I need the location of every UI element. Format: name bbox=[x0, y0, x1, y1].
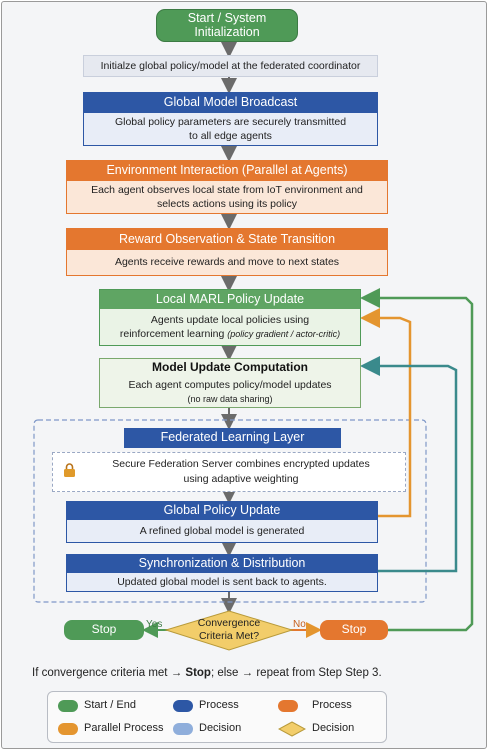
environment-step: Environment Interaction (Parallel at Age… bbox=[66, 160, 388, 214]
init-text: Initialze global policy/model at the fed… bbox=[100, 59, 361, 72]
reward-body: Agents receive rewards and move to next … bbox=[114, 256, 340, 269]
legend: Start / End Process Process Parallel Pro… bbox=[47, 691, 387, 743]
local-marl-body-line2: reinforcement learning (policy gradient … bbox=[120, 327, 340, 341]
global-policy-update-body: A refined global model is generated bbox=[139, 524, 305, 537]
model-update-note: (no raw data sharing) bbox=[187, 393, 273, 404]
legend-decision-diamond-swatch bbox=[278, 721, 306, 737]
model-update-body: Each agent computes policy/model updates… bbox=[100, 376, 360, 407]
legend-process-blue-swatch bbox=[173, 700, 193, 712]
legend-process-orange-swatch bbox=[278, 700, 298, 712]
legend-decision-blue-swatch bbox=[173, 723, 193, 735]
legend-process-orange-label: Process bbox=[312, 699, 352, 711]
local-marl-title: Local MARL Policy Update bbox=[100, 290, 360, 309]
legend-start-end-swatch bbox=[58, 700, 78, 712]
start-node: Start / System Initialization bbox=[156, 9, 298, 42]
orange-feedback-loop bbox=[360, 308, 412, 518]
footer-prefix: If convergence criteria met → bbox=[32, 667, 186, 679]
decision-text: Convergence Criteria Met? bbox=[197, 617, 261, 642]
legend-start-end-label: Start / End bbox=[84, 699, 136, 711]
local-marl-body: Agents update local policies using reinf… bbox=[100, 309, 360, 345]
model-update-step: Model Update Computation Each agent comp… bbox=[99, 358, 361, 408]
local-marl-rl-text: reinforcement learning bbox=[119, 328, 225, 340]
broadcast-body: Global policy parameters are securely tr… bbox=[114, 115, 347, 142]
local-marl-body-line1: Agents update local policies using bbox=[150, 313, 310, 326]
green-feedback-loop bbox=[360, 288, 474, 632]
lock-icon bbox=[63, 462, 77, 482]
teal-feedback-loop bbox=[360, 356, 458, 573]
local-marl-note: (policy gradient / actor-critic) bbox=[227, 329, 341, 339]
legend-process-blue-label: Process bbox=[199, 699, 239, 711]
global-policy-update-title: Global Policy Update bbox=[67, 502, 377, 520]
sync-body: Updated global model is sent back to age… bbox=[117, 575, 327, 588]
reward-step: Reward Observation & State Transition Ag… bbox=[66, 228, 388, 276]
footer-note: If convergence criteria met → Stop; else… bbox=[32, 667, 472, 679]
footer-stop: Stop bbox=[185, 667, 211, 679]
sync-step: Synchronization & Distribution Updated g… bbox=[66, 554, 378, 592]
environment-title: Environment Interaction (Parallel at Age… bbox=[67, 161, 387, 181]
yes-label: Yes bbox=[146, 619, 163, 630]
model-update-text: Each agent computes policy/model updates bbox=[128, 379, 332, 392]
stop-node-no: Stop bbox=[320, 620, 388, 640]
federated-layer-title: Federated Learning Layer bbox=[124, 428, 341, 448]
legend-parallel-label: Parallel Process bbox=[84, 722, 164, 734]
convergence-decision-diamond bbox=[164, 610, 294, 651]
sync-title: Synchronization & Distribution bbox=[67, 555, 377, 573]
broadcast-title: Global Model Broadcast bbox=[84, 93, 377, 113]
model-update-title: Model Update Computation bbox=[152, 359, 308, 374]
legend-decision-yellow-label: Decision bbox=[312, 722, 355, 734]
footer-suffix: ; else → repeat from Step Step 3. bbox=[210, 667, 382, 679]
legend-parallel-swatch bbox=[58, 723, 78, 735]
broadcast-step: Global Model Broadcast Global policy par… bbox=[83, 92, 378, 146]
federated-dashed-container bbox=[33, 419, 427, 603]
init-step: Initialze global policy/model at the fed… bbox=[83, 55, 378, 77]
federation-server-box: Secure Federation Server combines encryp… bbox=[52, 452, 406, 492]
legend-decision-blue-label: Decision bbox=[199, 722, 242, 734]
reward-title: Reward Observation & State Transition bbox=[67, 229, 387, 250]
local-marl-step: Local MARL Policy Update Agents update l… bbox=[99, 289, 361, 346]
environment-body: Each agent observes local state from IoT… bbox=[91, 183, 363, 210]
stop-node-yes: Stop bbox=[64, 620, 144, 640]
federation-server-text: Secure Federation Server combines encryp… bbox=[112, 457, 370, 485]
global-policy-update-step: Global Policy Update A refined global mo… bbox=[66, 501, 378, 543]
start-label: Start / System Initialization bbox=[187, 10, 267, 39]
no-label: No bbox=[293, 619, 306, 630]
